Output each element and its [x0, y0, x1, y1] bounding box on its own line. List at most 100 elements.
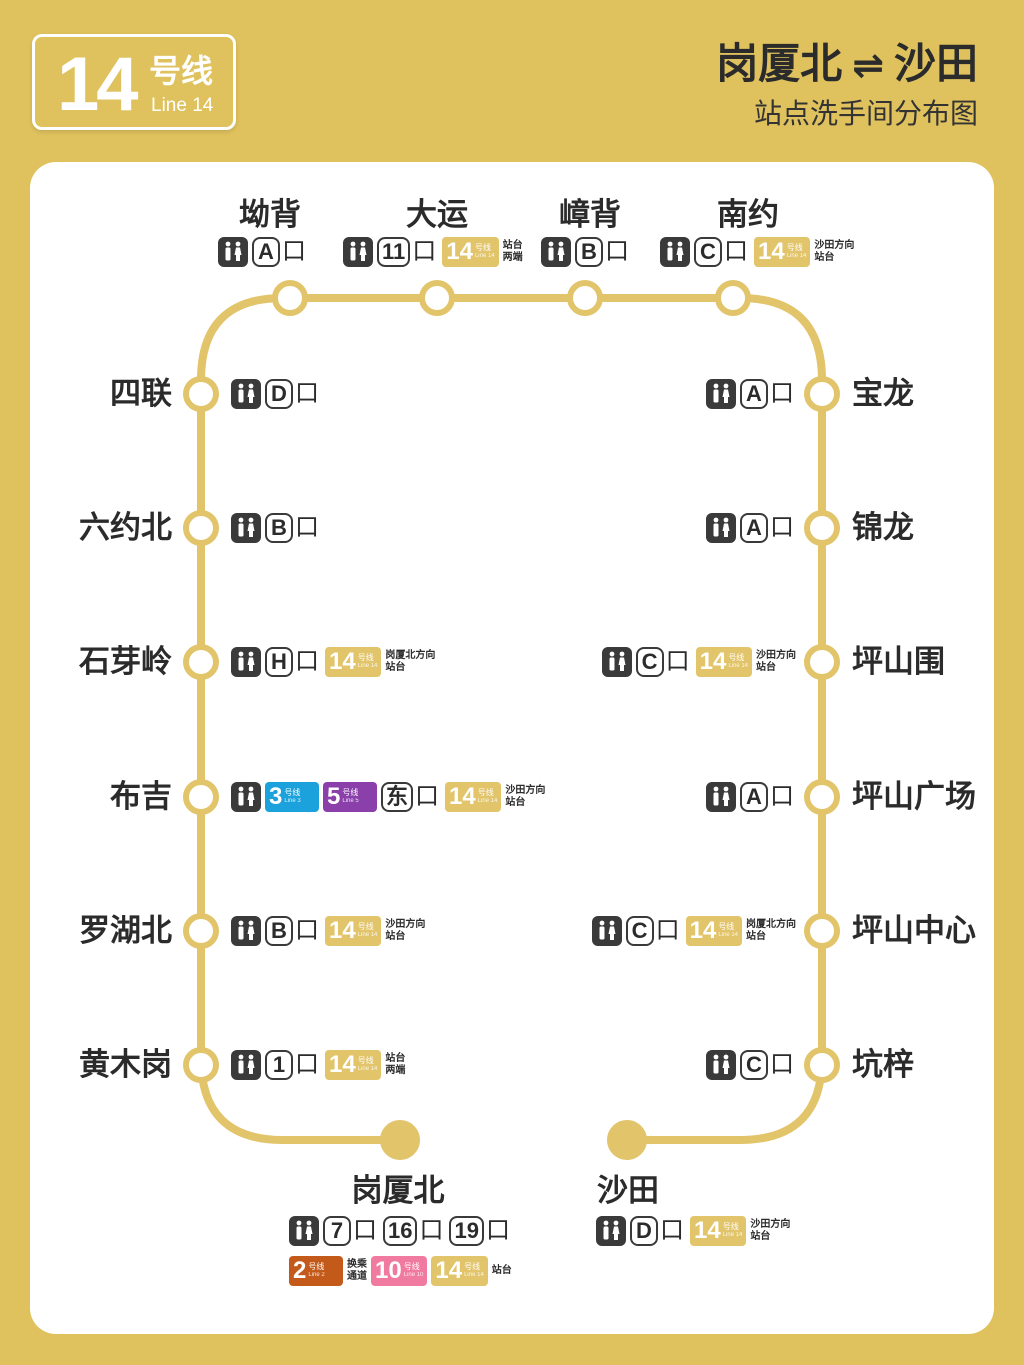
station-node[interactable]	[419, 280, 455, 316]
station-node[interactable]	[804, 644, 840, 680]
station-name[interactable]: 布吉	[110, 779, 172, 814]
badge-line-number: 14	[435, 1257, 463, 1284]
exit-label: A	[740, 513, 768, 543]
station-node[interactable]	[183, 644, 219, 680]
station-name[interactable]: 罗湖北	[79, 913, 172, 948]
station-name[interactable]: 沙田	[597, 1173, 659, 1208]
station-node[interactable]	[183, 510, 219, 546]
station-name[interactable]: 锦龙	[852, 510, 914, 545]
platform-note: 沙田方向站台	[385, 919, 425, 943]
station-node[interactable]	[183, 913, 219, 949]
platform-note-line: 两端	[385, 1065, 406, 1076]
exit-suffix: 口	[665, 648, 690, 675]
station-name[interactable]: 四联	[110, 376, 172, 411]
station-name[interactable]: 六约北	[79, 510, 172, 545]
restroom-icon	[289, 1216, 319, 1246]
station-node[interactable]	[804, 376, 840, 412]
restroom-icon	[706, 782, 736, 812]
restroom-icon	[660, 237, 690, 267]
badge-cn-label: 号线	[403, 1262, 420, 1271]
badge-cn-label: 号线	[474, 243, 491, 252]
restroom-icon	[541, 237, 571, 267]
badge-en-label: Line 14	[728, 663, 748, 669]
station-node[interactable]	[804, 779, 840, 815]
badge-en-label: Line 14	[357, 932, 378, 938]
station-node[interactable]	[183, 376, 219, 412]
platform-note-line: 站台	[385, 662, 406, 673]
station-node[interactable]	[804, 913, 840, 949]
station-name[interactable]: 坑梓	[852, 1047, 914, 1082]
station-node[interactable]	[715, 280, 751, 316]
station-node[interactable]	[804, 510, 840, 546]
restroom-icon	[596, 1216, 626, 1246]
exit-suffix: 口	[412, 238, 437, 265]
badge-line-number: 14	[329, 917, 356, 944]
station-node[interactable]	[272, 280, 308, 316]
badge-line-number: 3	[269, 783, 283, 810]
station-name[interactable]: 坳背	[239, 197, 301, 232]
station-node[interactable]	[804, 1047, 840, 1083]
station-name[interactable]: 南约	[717, 197, 779, 232]
badge-cn-label: 号线	[284, 788, 301, 797]
exit-suffix: 口	[770, 380, 794, 407]
exit-label: 11	[377, 237, 411, 267]
station-node[interactable]	[183, 779, 219, 815]
platform-note-line: 换乘	[347, 1259, 367, 1270]
badge-cn-label: 号线	[718, 922, 735, 931]
badge-en-label: Line 14	[464, 1272, 484, 1278]
exit-label: C	[740, 1050, 768, 1080]
exit-suffix: 口	[295, 1051, 319, 1078]
platform-note-line: 岗厦北方向	[746, 919, 796, 930]
platform-note-line: 站台	[746, 931, 766, 942]
restroom-icon	[601, 647, 632, 677]
station-name[interactable]: 嶂背	[559, 197, 621, 232]
exit-label: C	[694, 237, 722, 267]
exit-label: D	[630, 1216, 658, 1246]
exit-label: C	[635, 647, 664, 677]
station-node[interactable]	[380, 1120, 420, 1160]
badge-line-number: 2	[293, 1257, 307, 1284]
badge-cn-label: 号线	[477, 788, 494, 797]
platform-note: 沙田方向站台	[750, 1219, 790, 1243]
exit-suffix: 口	[770, 783, 794, 810]
station-name[interactable]: 坪山中心	[852, 913, 976, 948]
station-node[interactable]	[607, 1120, 647, 1160]
station-name[interactable]: 岗厦北	[351, 1173, 445, 1208]
badge-line-number: 14	[329, 1051, 356, 1078]
station-name[interactable]: 坪山广场	[852, 779, 976, 814]
station-name[interactable]: 大运	[406, 197, 468, 232]
badge-line-number: 10	[375, 1257, 402, 1284]
exit-label: D	[265, 379, 293, 409]
exit-suffix: 口	[485, 1217, 510, 1244]
exit-suffix: 口	[295, 917, 319, 944]
station-name[interactable]: 石芽岭	[79, 644, 172, 679]
platform-note-line: 沙田方向	[385, 919, 426, 930]
station-name[interactable]: 坪山围	[852, 644, 945, 679]
station-name[interactable]: 宝龙	[852, 376, 914, 411]
platform-note-line: 沙田方向	[756, 650, 796, 661]
station-name[interactable]: 黄木岗	[79, 1047, 172, 1082]
station-node[interactable]	[567, 280, 603, 316]
exit-label: A	[740, 782, 768, 812]
restroom-icon	[218, 237, 248, 267]
bidirectional-arrow-icon: ⇌	[852, 45, 884, 87]
exit-label: A	[740, 379, 768, 409]
badge-en-label: Line 2	[308, 1272, 325, 1278]
station-node[interactable]	[183, 1047, 219, 1083]
